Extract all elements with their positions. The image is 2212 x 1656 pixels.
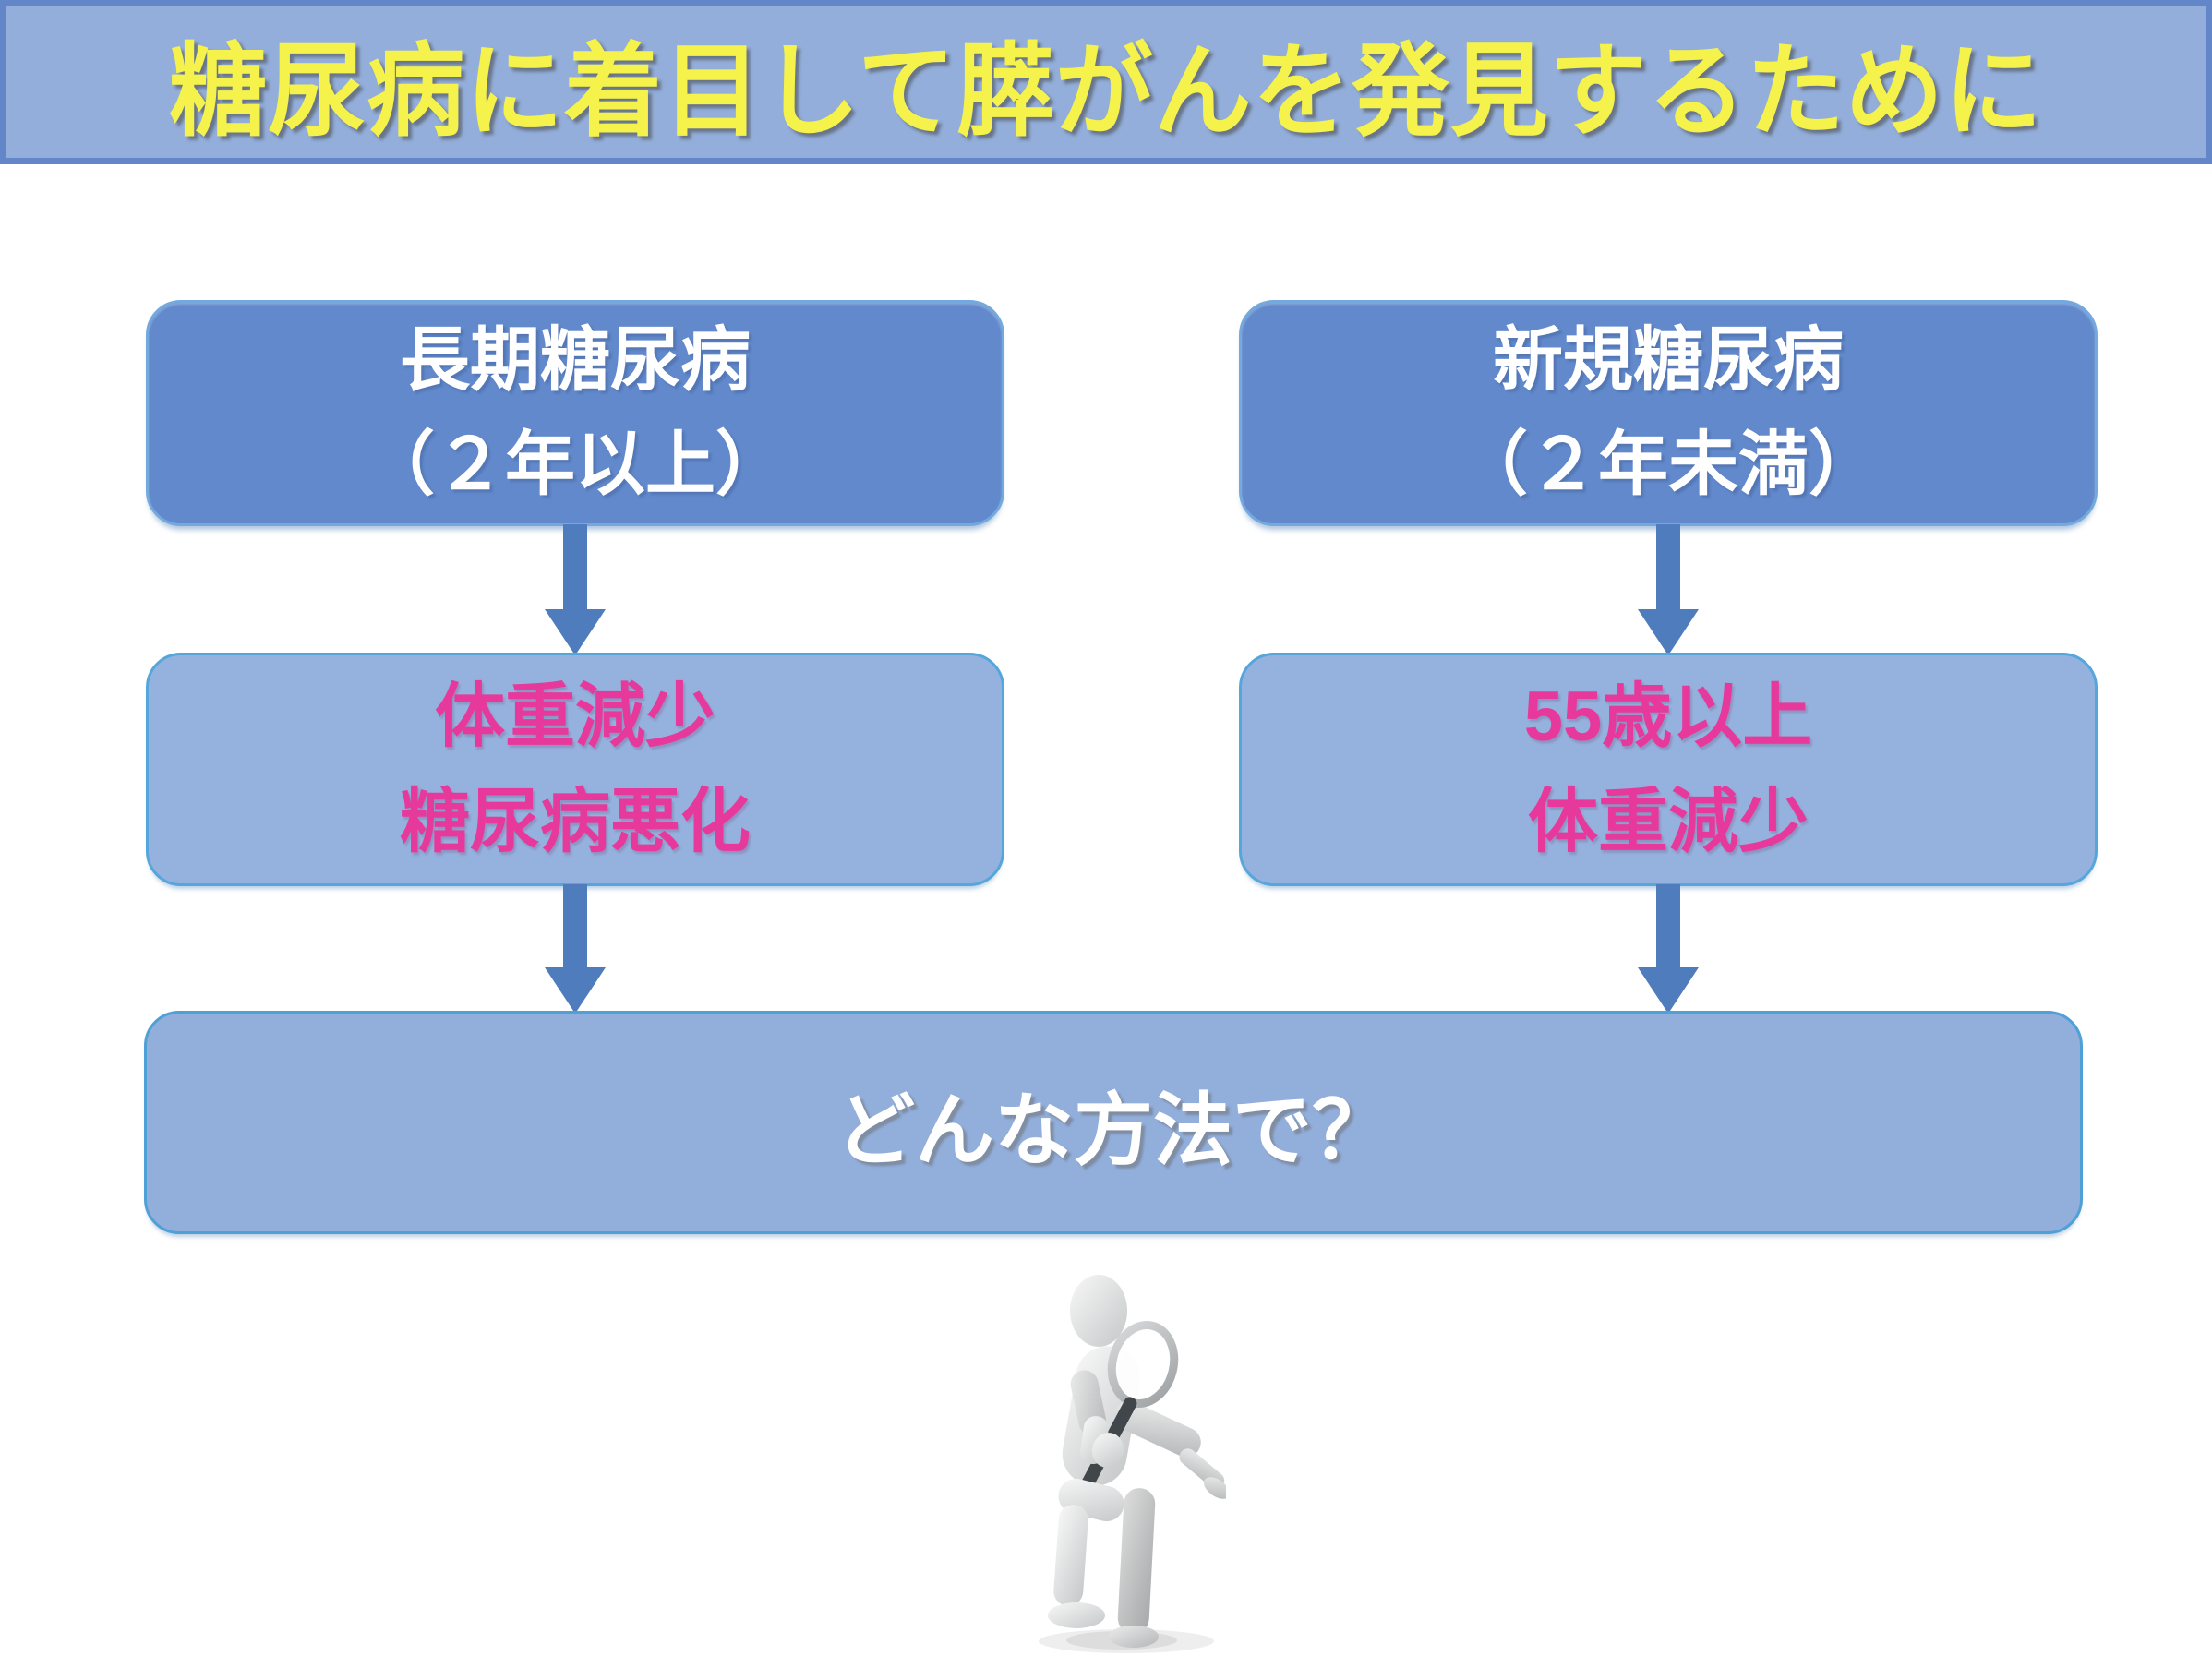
person-with-magnifying-glass-illustration (1027, 1266, 1231, 1654)
box-new-diabetes: 新規糖尿病 （２年未満） (1239, 300, 2098, 526)
arrow-shaft (563, 884, 587, 967)
person-with-magnifying-glass-icon (1039, 1275, 1231, 1653)
arrow-shaft (563, 524, 587, 609)
box-weight-loss-line2: 糖尿病悪化 (400, 782, 751, 861)
arrow-shaft (1656, 524, 1680, 609)
arrow-head-icon (545, 609, 606, 655)
box-long-term-line1: 長期糖尿病 (400, 321, 751, 401)
down-arrow-right-2 (1638, 884, 1699, 1014)
box-long-term-diabetes: 長期糖尿病 （２年以上） (146, 300, 1004, 526)
arrow-head-icon (1638, 609, 1699, 655)
box-age55-line2: 体重減少 (1528, 782, 1809, 861)
box-new-line1: 新規糖尿病 (1493, 321, 1844, 401)
down-arrow-left-1 (545, 524, 606, 655)
box-weight-loss-worsening: 体重減少 糖尿病悪化 (146, 653, 1004, 886)
box-age55-line1: 55歳以上 (1523, 677, 1813, 756)
slide-title: 糖尿病に着目して膵がんを発見するために (169, 35, 2043, 149)
arrow-head-icon (1638, 967, 1699, 1014)
box-long-term-line2: （２年以上） (365, 425, 786, 504)
down-arrow-right-1 (1638, 524, 1699, 655)
box-new-line2: （２年未満） (1458, 425, 1879, 504)
box-weight-loss-line1: 体重減少 (435, 677, 715, 756)
title-bar: 糖尿病に着目して膵がんを発見するために (0, 0, 2212, 164)
box-what-method: どんな方法で？ (144, 1011, 2083, 1234)
box-what-method-text: どんな方法で？ (836, 1086, 1391, 1175)
arrow-head-icon (545, 967, 606, 1014)
box-age55-weight-loss: 55歳以上 体重減少 (1239, 653, 2098, 886)
down-arrow-left-2 (545, 884, 606, 1014)
arrow-shaft (1656, 884, 1680, 967)
